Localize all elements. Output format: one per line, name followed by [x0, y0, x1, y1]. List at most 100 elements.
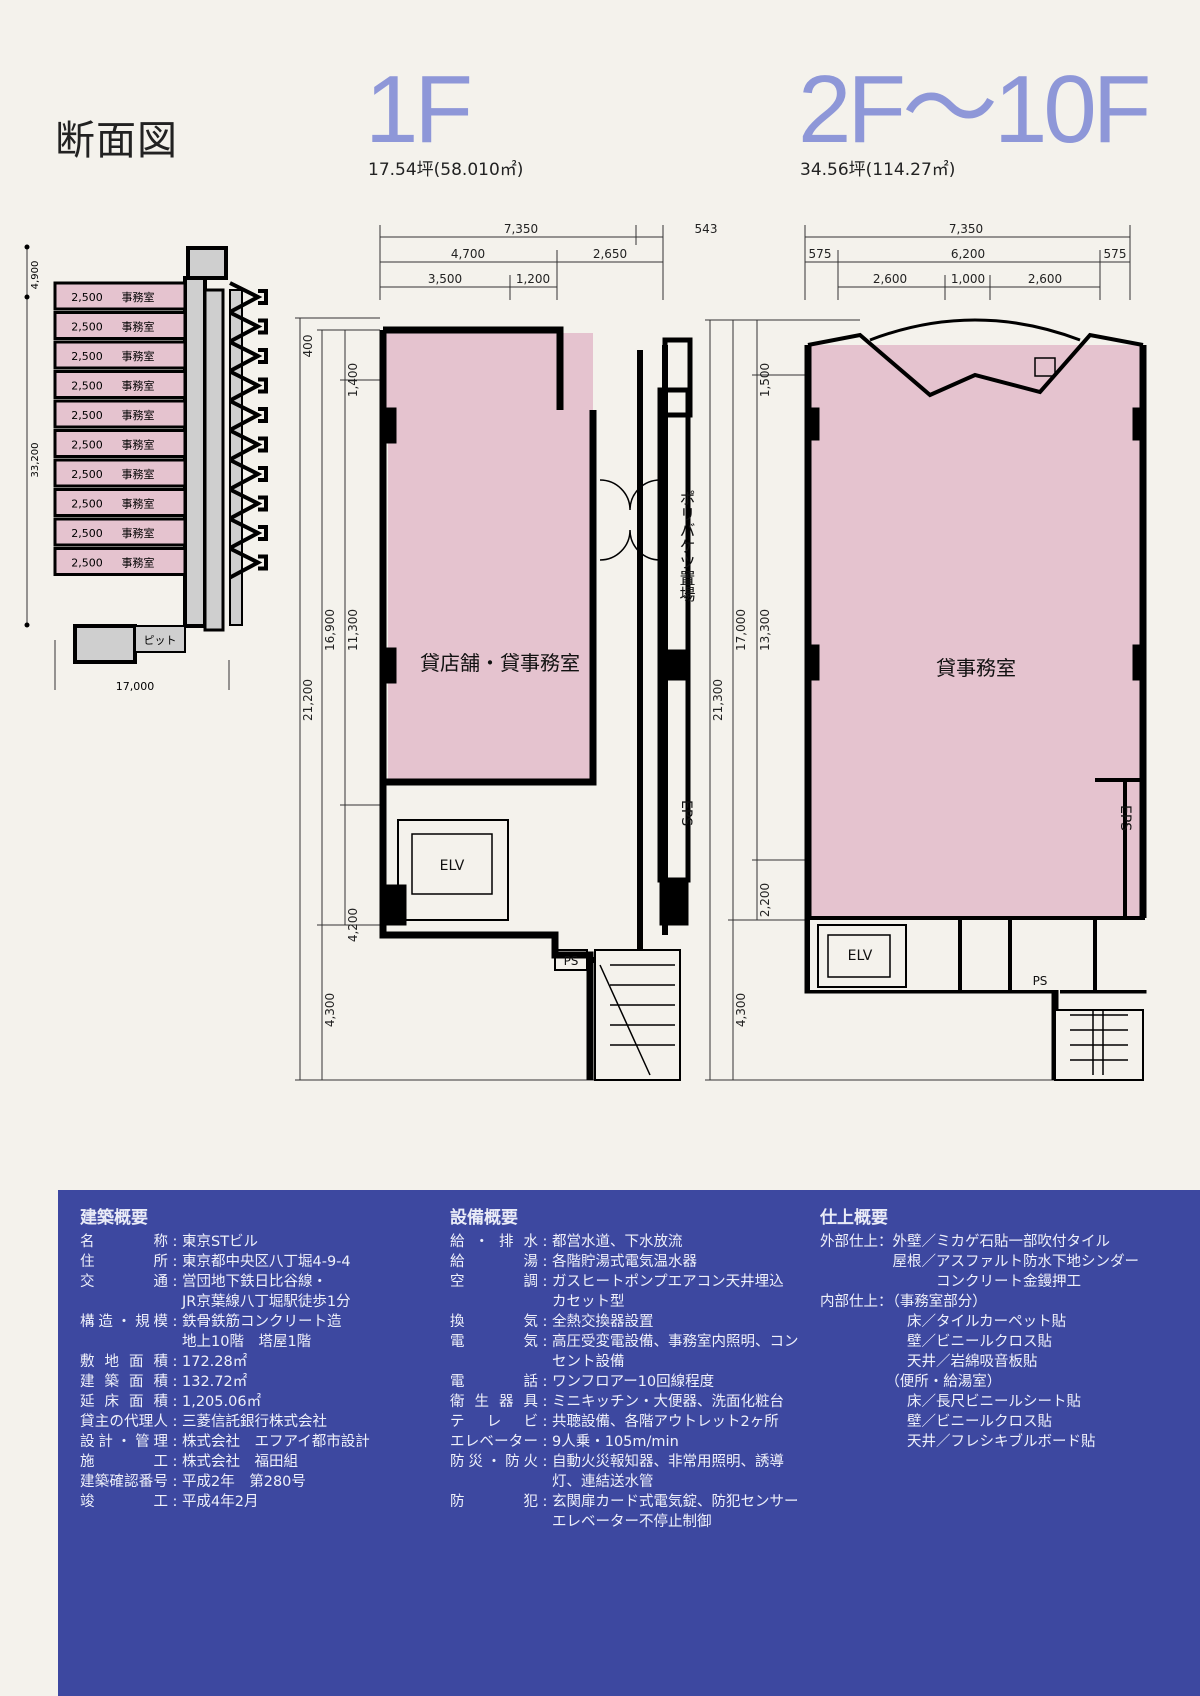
building-row: 交通:営団地下鉄日比谷線・ JR京葉線八丁堀駅徒歩1分 — [80, 1272, 420, 1312]
building-value: 東京STビル — [182, 1234, 259, 1250]
finish-line: 天井／フレシキブルボード貼 — [820, 1434, 1096, 1450]
equipment-key: 電話 — [450, 1374, 538, 1390]
dim-2f-5: 1,000 — [951, 272, 985, 286]
separator: : — [172, 1494, 178, 1510]
dim-2f-0: 7,350 — [949, 222, 983, 236]
floor-room-label: 事務室 — [122, 526, 155, 540]
section-floor — [53, 311, 187, 340]
building-row: 施工:株式会社 福田組 — [80, 1452, 420, 1472]
equipment-row: 衛生器具:ミニキッチン・大便器、洗面化粧台 — [450, 1392, 830, 1412]
equipment-value: ワンフロアー10回線程度 — [552, 1374, 715, 1390]
dim-1f-left-2: 16,900 — [323, 609, 337, 651]
equipment-row: エレベーター:9人乗・105m/min — [450, 1432, 830, 1452]
floor-height-label: 2,500 — [71, 291, 103, 304]
dim-1f-2: 4,700 — [451, 247, 485, 261]
building-key: 構造・規模 — [80, 1314, 168, 1330]
building-value: 三菱信託銀行株式会社 — [182, 1414, 327, 1430]
separator: : — [542, 1234, 548, 1250]
section-floor — [53, 370, 187, 399]
dim-2f-4: 2,600 — [873, 272, 907, 286]
floor-1f-area: 17.54坪(58.010㎡) — [368, 160, 524, 180]
finish-line: 外部仕上：外壁／ミカゲ石貼一部吹付タイル — [820, 1234, 1110, 1250]
elv-2f: ELV — [848, 948, 873, 964]
separator: : — [542, 1494, 548, 1510]
separator: : — [172, 1234, 178, 1250]
equipment-key: 衛生器具 — [450, 1394, 538, 1410]
section-floor — [53, 340, 187, 370]
dim-2f-1: 575 — [809, 247, 832, 261]
separator: : — [172, 1434, 178, 1450]
floor-room-label: 事務室 — [122, 467, 155, 481]
building-key: 竣工 — [80, 1494, 168, 1510]
building-row: 建築確認番号:平成2年 第280号 — [80, 1472, 420, 1492]
finish-line: 屋根／アスファルト防水下地シンダー — [820, 1254, 1139, 1270]
finish-summary-title: 仕上概要 — [820, 1208, 888, 1228]
ps-2f: PS — [1033, 974, 1048, 988]
separator: : — [542, 1314, 548, 1330]
dim-1f-left-0: 400 — [301, 335, 315, 358]
separator: : — [172, 1454, 178, 1470]
floor-height-label: 2,500 — [71, 409, 103, 422]
separator: : — [542, 1254, 548, 1270]
equipment-value: 都営水道、下水放流 — [552, 1234, 683, 1250]
section-diagram: 4,900 33,200 2,500 事務室 2,500 事務室 2,500 事務室 2,5… — [24, 244, 268, 693]
equipment-value: 高圧受変電設備、事務室内照明、コン セント設備 — [552, 1334, 799, 1370]
equipment-value: ミニキッチン・大便器、洗面化粧台 — [552, 1394, 784, 1410]
separator: : — [172, 1414, 178, 1430]
floor-2f-area: 34.56坪(114.27㎡) — [800, 160, 956, 180]
building-value: 鉄骨鉄筋コンクリート造 地上10階 塔屋1階 — [182, 1314, 342, 1350]
building-key: 延床面積 — [80, 1394, 168, 1410]
equipment-key: 空調 — [450, 1274, 538, 1290]
equipment-value: 自動火災報知器、非常用照明、誘導 灯、連結送水管 — [552, 1454, 784, 1490]
floor-room-label: 事務室 — [122, 408, 155, 422]
building-value: 172.28㎡ — [182, 1354, 248, 1370]
separator: : — [172, 1354, 178, 1370]
building-key: 交通 — [80, 1274, 168, 1290]
room-1f: 貸店舗・貸事務室 — [420, 651, 580, 675]
section-floor — [53, 517, 187, 547]
building-row: 構造・規模:鉄骨鉄筋コンクリート造 地上10階 塔屋1階 — [80, 1312, 420, 1352]
building-row: 敷地面積:172.28㎡ — [80, 1352, 420, 1372]
equipment-summary: 設備概要 給・排水:都営水道、下水放流給湯:各階貯湯式電気温水器空調:ガスヒート… — [450, 1208, 830, 1532]
dim-1f-3: 2,650 — [593, 247, 627, 261]
separator: : — [172, 1314, 178, 1330]
dim-2f-3: 575 — [1104, 247, 1127, 261]
separator: : — [542, 1274, 548, 1290]
section-total-height: 33,200 — [30, 443, 41, 478]
building-key: 名称 — [80, 1234, 168, 1250]
floor-room-label: 事務室 — [122, 497, 155, 511]
equipment-row: 電気:高圧受変電設備、事務室内照明、コン セント設備 — [450, 1332, 830, 1372]
equipment-key: 電気 — [450, 1334, 538, 1350]
building-value: 平成4年2月 — [182, 1494, 259, 1510]
building-row: 貸主の代理人:三菱信託銀行株式会社 — [80, 1412, 420, 1432]
finish-summary: 仕上概要 外部仕上：外壁／ミカゲ石貼一部吹付タイル 屋根／アスファルト防水下地シ… — [820, 1208, 1190, 1452]
equipment-value: 9人乗・105m/min — [552, 1434, 679, 1450]
equipment-value: 全熱交換器設置 — [552, 1314, 654, 1330]
floor-room-label: 事務室 — [122, 349, 155, 363]
section-top-height: 4,900 — [30, 261, 41, 290]
equipment-key: 換気 — [450, 1314, 538, 1330]
separator: : — [172, 1374, 178, 1390]
building-value: 132.72㎡ — [182, 1374, 248, 1390]
building-row: 竣工:平成4年2月 — [80, 1492, 420, 1512]
room-2f: 貸事務室 — [936, 656, 1016, 680]
finish-line: 壁／ビニールクロス貼 — [820, 1414, 1052, 1430]
equipment-row: テレビ:共聴設備、各階アウトレット2ヶ所 — [450, 1412, 830, 1432]
separator: : — [542, 1454, 548, 1470]
separator: : — [172, 1254, 178, 1270]
floor-height-label: 2,500 — [71, 439, 103, 452]
dim-2f-6: 2,600 — [1028, 272, 1062, 286]
pit-label: ピット — [144, 634, 177, 647]
building-value: 1,205.06㎡ — [182, 1394, 262, 1410]
separator: : — [172, 1274, 178, 1290]
building-row: 設計・管理:株式会社 エフアイ都市設計 — [80, 1432, 420, 1452]
finish-line: 壁／ビニールクロス貼 — [820, 1334, 1052, 1350]
dim-2f-left-5: 4,300 — [734, 993, 748, 1027]
building-row: 名称:東京STビル — [80, 1232, 420, 1252]
floor-2f-title: 2F～10F — [798, 56, 1151, 163]
floor-room-label: 事務室 — [122, 379, 155, 393]
floor-height-label: 2,500 — [71, 350, 103, 363]
dim-2f-left-1: 17,000 — [734, 609, 748, 651]
equipment-row: 電話:ワンフロアー10回線程度 — [450, 1372, 830, 1392]
